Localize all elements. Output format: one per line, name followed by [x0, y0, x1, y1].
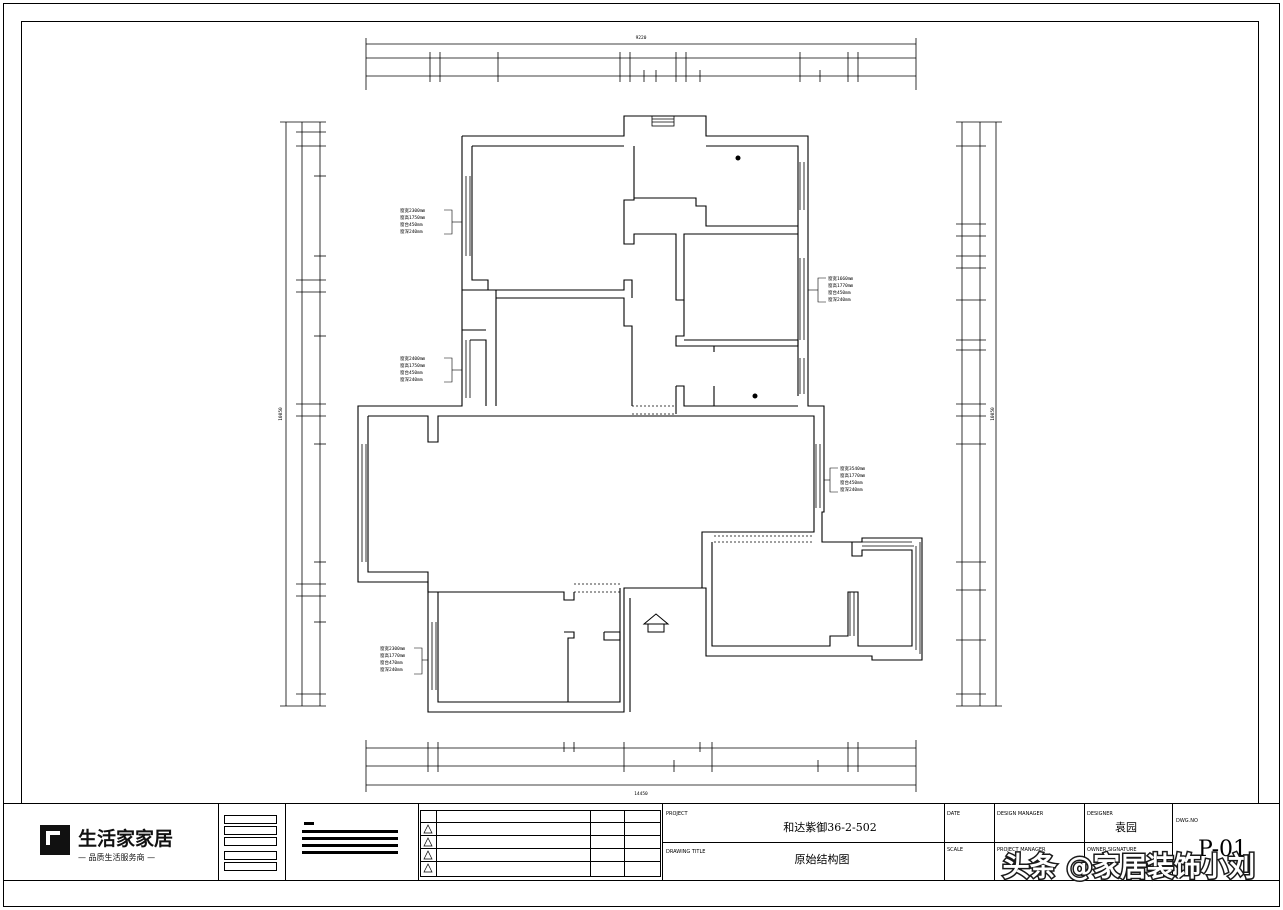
window-note: 窗宽2300mm: [380, 645, 406, 652]
logo-brand-text: 生活家家居: [78, 827, 173, 850]
drain-point-marker: [752, 393, 758, 399]
left-dimension-chains: [280, 121, 326, 707]
window-note: 窗台450mm: [400, 369, 423, 376]
legend-bars: [302, 822, 398, 854]
project-name: 和达紫御36-2-502: [783, 820, 876, 834]
window-note: 窗深240mm: [840, 486, 863, 493]
design-manager-label: DESIGN MANAGER: [997, 811, 1044, 817]
sheet-inner-border: [21, 21, 1259, 804]
window-note: 窗宽2300mm: [400, 207, 426, 214]
window-note: 窗宽2400mm: [400, 355, 426, 362]
window-note: 窗高1770mm: [828, 282, 854, 289]
designer-label: DESIGNER: [1087, 811, 1113, 817]
window-note: 窗深240mm: [828, 296, 851, 303]
drawing-title: 原始结构图: [795, 852, 850, 866]
drain-point-marker: [735, 155, 741, 161]
title-block: [3, 803, 1280, 881]
right-dimension-chains: [956, 121, 1002, 707]
window-note: 窗台450mm: [840, 479, 863, 486]
brand-logo: 生活家家居 — 品质生活服务商 —: [40, 825, 173, 862]
left-total-dimension: 10050: [278, 407, 284, 421]
drawing-title-label: DRAWING TITLE: [666, 849, 705, 855]
note-leaders: [414, 209, 838, 675]
window-note: 窗高1750mm: [400, 362, 426, 369]
watermark-text: 头条 @家居装饰小刘: [1003, 851, 1255, 883]
window-note: 窗台450mm: [400, 221, 423, 228]
revision-warning-icon: [423, 824, 433, 873]
dwg-no-label: DWG.NO: [1176, 818, 1198, 824]
window-note: 窗台470mm: [380, 659, 403, 666]
window-note: 窗深240mm: [400, 376, 423, 383]
window-note: 窗深240mm: [400, 228, 423, 235]
top-dimension-chains: [365, 38, 917, 90]
window-note: 窗高1770mm: [840, 472, 866, 479]
dwg-no: P-01: [1198, 837, 1247, 862]
designer-name: 袁园: [1115, 821, 1137, 834]
window-note: 窗高1750mm: [400, 214, 426, 221]
right-total-dimension: 10050: [990, 407, 996, 421]
sheet-outer-border: [3, 3, 1280, 907]
windows: [357, 115, 921, 690]
bottom-dimension-chains: [365, 740, 917, 792]
logo-tagline-text: — 品质生活服务商 —: [78, 852, 155, 862]
window-note: 窗深240mm: [380, 666, 403, 673]
window-note: 窗宽1660mm: [828, 275, 854, 282]
owner-signature-label: OWNER SIGNATURE: [1087, 847, 1137, 853]
scale-label: SCALE: [947, 847, 963, 853]
entrance-arrow-icon: [642, 613, 670, 633]
openings: [574, 405, 814, 593]
window-note: 窗高1770mm: [380, 652, 406, 659]
date-label: DATE: [947, 811, 960, 817]
top-total-dimension: 9220: [636, 35, 647, 41]
window-note: 窗宽3540mm: [840, 465, 866, 472]
bottom-total-dimension: 14450: [634, 791, 648, 797]
project-label: PROJECT: [666, 811, 689, 817]
project-manager-label: PROJECT MANAGER: [997, 847, 1046, 853]
walls: [357, 115, 923, 713]
window-note: 窗台450mm: [828, 289, 851, 296]
